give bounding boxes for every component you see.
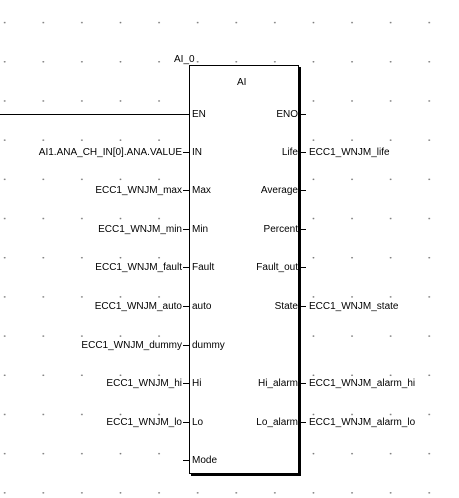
en-wire[interactable] [0, 114, 189, 115]
instance-name: AI_0 [174, 54, 195, 65]
input-pin-mode[interactable]: Mode [192, 455, 218, 466]
block-type-label: AI [237, 77, 247, 88]
life-wire[interactable] [298, 152, 306, 153]
mode-wire[interactable] [183, 460, 189, 461]
input-pin-dummy[interactable]: dummy [192, 340, 225, 351]
auto-wire[interactable] [183, 306, 189, 307]
output-pin-percent[interactable]: Percent [263, 224, 298, 235]
output-pin-average[interactable]: Average [260, 185, 298, 196]
state-connection-label[interactable]: ECC1_WNJM_state [309, 301, 399, 312]
lo-connection-label[interactable]: ECC1_WNJM_lo [106, 417, 182, 428]
input-pin-min[interactable]: Min [192, 224, 209, 235]
fault-out-wire[interactable] [298, 267, 306, 268]
dummy-wire[interactable] [183, 345, 189, 346]
input-pin-auto[interactable]: auto [192, 301, 212, 312]
lo-alarm-connection-label[interactable]: ECC1_WNJM_alarm_lo [309, 417, 416, 428]
average-wire[interactable] [298, 190, 306, 191]
ai-function-block[interactable] [189, 65, 299, 474]
in-wire[interactable] [183, 152, 189, 153]
input-pin-in[interactable]: IN [192, 147, 202, 158]
max-connection-label[interactable]: ECC1_WNJM_max [95, 185, 182, 196]
auto-connection-label[interactable]: ECC1_WNJM_auto [94, 301, 182, 312]
hi-alarm-connection-label[interactable]: ECC1_WNJM_alarm_hi [309, 378, 416, 389]
output-pin-eno[interactable]: ENO [276, 109, 298, 120]
min-wire[interactable] [183, 229, 189, 230]
input-pin-max[interactable]: Max [192, 185, 211, 196]
eno-wire[interactable] [298, 114, 306, 115]
fault-connection-label[interactable]: ECC1_WNJM_fault [95, 262, 182, 273]
hi-wire[interactable] [183, 383, 189, 384]
input-pin-en[interactable]: EN [192, 109, 206, 120]
input-pin-lo[interactable]: Lo [192, 417, 204, 428]
input-pin-hi[interactable]: Hi [192, 378, 202, 389]
life-connection-label[interactable]: ECC1_WNJM_life [309, 147, 390, 158]
percent-wire[interactable] [298, 229, 306, 230]
hi-alarm-wire[interactable] [298, 383, 306, 384]
output-pin-state[interactable]: State [274, 301, 298, 312]
fault-wire[interactable] [183, 267, 189, 268]
state-wire[interactable] [298, 306, 306, 307]
min-connection-label[interactable]: ECC1_WNJM_min [98, 224, 182, 235]
lo-alarm-wire[interactable] [298, 422, 306, 423]
max-wire[interactable] [183, 190, 189, 191]
output-pin-hi-alarm[interactable]: Hi_alarm [257, 378, 298, 389]
in-connection-label[interactable]: AI1.ANA_CH_IN[0].ANA.VALUE [38, 147, 182, 158]
dummy-connection-label[interactable]: ECC1_WNJM_dummy [81, 340, 182, 351]
lo-wire[interactable] [183, 422, 189, 423]
output-pin-life[interactable]: Life [281, 147, 298, 158]
input-pin-fault[interactable]: Fault [192, 262, 215, 273]
hi-connection-label[interactable]: ECC1_WNJM_hi [106, 378, 182, 389]
output-pin-fault-out[interactable]: Fault_out [256, 262, 298, 273]
output-pin-lo-alarm[interactable]: Lo_alarm [256, 417, 298, 428]
